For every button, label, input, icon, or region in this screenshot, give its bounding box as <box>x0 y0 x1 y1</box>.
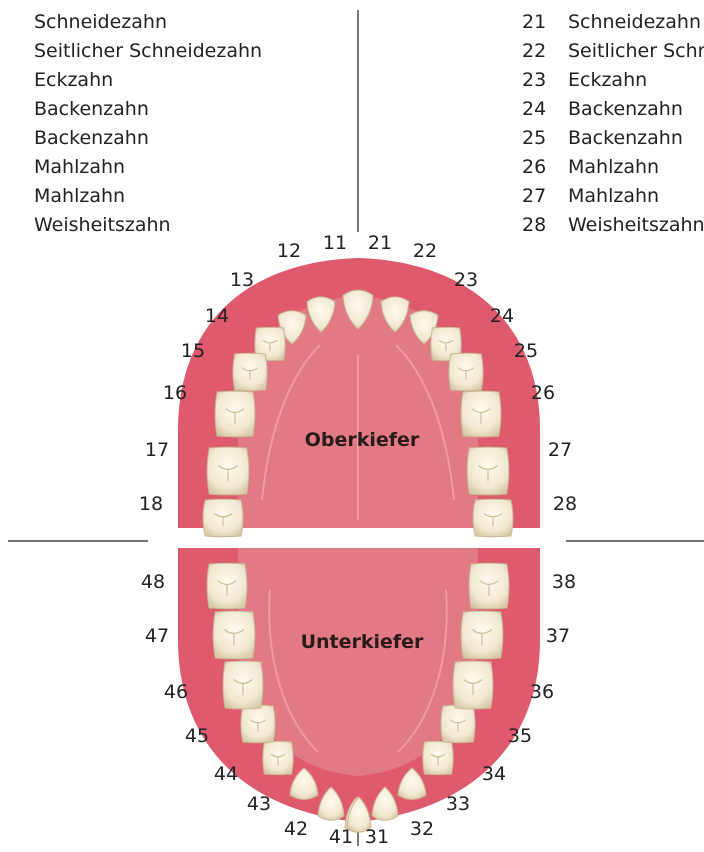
tooth-number: 21 <box>368 232 392 254</box>
legend-right: 21 Schneidezahn 22 Seitlicher Schneideza… <box>522 11 704 236</box>
tooth-number: 22 <box>413 240 437 262</box>
legend-right-label: Weisheitszahn <box>568 214 704 236</box>
tooth-number: 25 <box>514 340 538 362</box>
upper-jaw: Oberkiefer <box>178 258 540 537</box>
tooth-number: 26 <box>531 382 555 404</box>
tooth-number: 43 <box>247 793 271 815</box>
tooth-number: 14 <box>205 305 229 327</box>
legend-right-label: Backenzahn <box>568 127 683 149</box>
tooth-number: 13 <box>230 269 254 291</box>
legend-left: Schneidezahn Seitlicher Schneidezahn Eck… <box>34 11 262 236</box>
legend-right-number: 22 <box>522 40 546 62</box>
legend-left-item: Mahlzahn <box>34 185 125 207</box>
legend-left-item: Mahlzahn <box>34 156 125 178</box>
legend-left-item: Weisheitszahn <box>34 214 171 236</box>
tooth-number: 16 <box>163 382 187 404</box>
legend-left-item: Backenzahn <box>34 127 149 149</box>
legend-right-label: Seitlicher Schneidezahn <box>568 40 704 62</box>
legend-left-item: Seitlicher Schneidezahn <box>34 40 262 62</box>
tooth-number: 34 <box>482 763 506 785</box>
legend-right-number: 26 <box>522 156 546 178</box>
tooth-number: 38 <box>552 571 576 593</box>
legend-left-item: Schneidezahn <box>34 11 167 33</box>
tooth-number: 18 <box>139 493 163 515</box>
tooth-number: 11 <box>323 232 347 254</box>
tooth-number: 48 <box>141 571 165 593</box>
legend-left-item: Eckzahn <box>34 69 113 91</box>
tooth-number: 37 <box>546 625 570 647</box>
legend-right-number: 21 <box>522 11 546 33</box>
lower-jaw-title: Unterkiefer <box>301 631 424 653</box>
upper-jaw-title: Oberkiefer <box>305 429 420 451</box>
legend-right-number: 23 <box>522 69 546 91</box>
legend-right-number: 24 <box>522 98 546 120</box>
legend-right-label: Mahlzahn <box>568 156 659 178</box>
legend-right-number: 27 <box>522 185 546 207</box>
tooth-number: 33 <box>446 793 470 815</box>
tooth-number: 42 <box>284 818 308 840</box>
legend-right-label: Eckzahn <box>568 69 647 91</box>
tooth-number: 28 <box>553 493 577 515</box>
tooth-number: 15 <box>181 340 205 362</box>
legend-right-label: Schneidezahn <box>568 11 701 33</box>
tooth-number: 27 <box>548 439 572 461</box>
tooth-number: 36 <box>530 681 554 703</box>
tooth-number: 46 <box>164 681 188 703</box>
legend-right-number: 28 <box>522 214 546 236</box>
lower-jaw: Unterkiefer <box>178 548 540 832</box>
tooth-number: 45 <box>185 725 209 747</box>
tooth-number: 12 <box>277 240 301 262</box>
tooth-number: 17 <box>145 439 169 461</box>
tooth-number: 47 <box>145 625 169 647</box>
tooth-number: 41 <box>329 826 353 848</box>
tooth-number: 35 <box>508 725 532 747</box>
tooth-number: 31 <box>365 826 389 848</box>
tooth-number: 23 <box>454 269 478 291</box>
tooth-number: 32 <box>410 818 434 840</box>
legend-right-number: 25 <box>522 127 546 149</box>
legend-right-label: Mahlzahn <box>568 185 659 207</box>
legend-left-item: Backenzahn <box>34 98 149 120</box>
legend-right-label: Backenzahn <box>568 98 683 120</box>
tooth-number: 44 <box>214 763 238 785</box>
tooth-number: 24 <box>490 305 514 327</box>
